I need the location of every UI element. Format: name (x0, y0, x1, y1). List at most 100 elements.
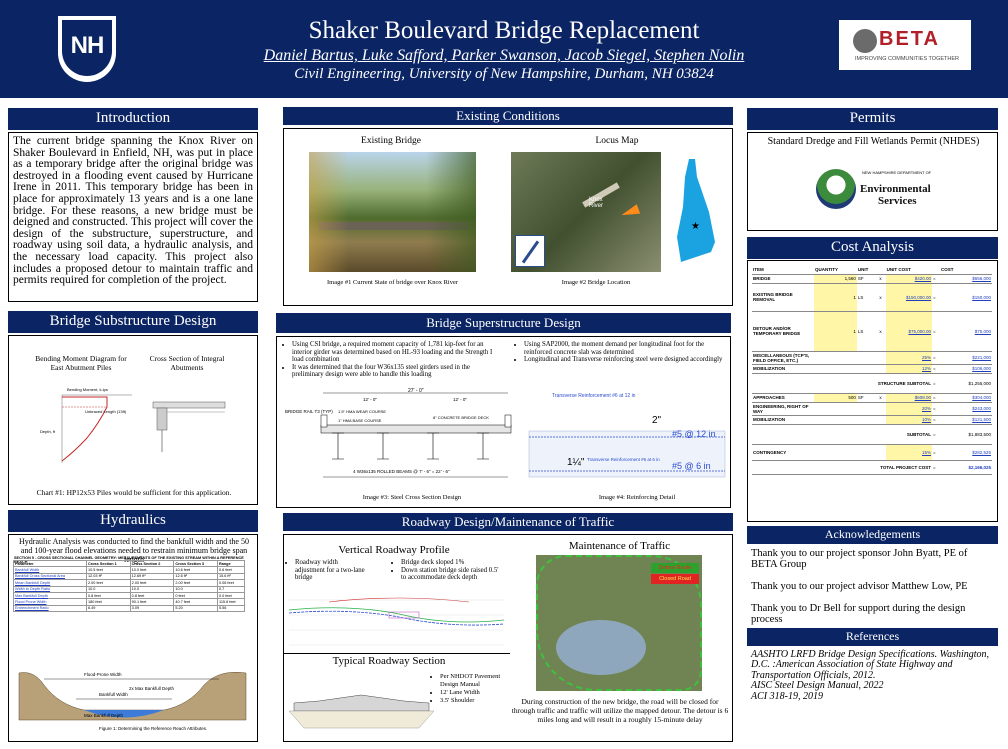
cost-cell-x (878, 364, 886, 374)
existing-heading: Existing Conditions (283, 107, 733, 125)
reference-item: AISC Steel Design Manual, 2022 (751, 680, 884, 692)
cost-cell-eq: = (931, 351, 940, 365)
reference-reach-diagram: Flood-Prone Width Bankfull Width 2x Max … (18, 672, 247, 731)
cost-cell-qty (814, 415, 857, 425)
cost-cell-x (878, 415, 886, 425)
hydraulics-table-cell: 3.09 (129, 604, 175, 613)
ack-paragraph: Thank you to our project sponsor John By… (751, 548, 968, 570)
roadway-box: Vertical Roadway Profile Roadway width a… (283, 534, 733, 742)
hydraulics-table-cell: 6.49 (86, 604, 131, 613)
section-bullet: Per NHDOT Pavement Design Manual (440, 673, 511, 689)
ack-paragraph: Thank you to Dr Bell for support during … (751, 603, 966, 625)
nh-state-icon: ★ (677, 159, 715, 262)
cost-cell-eq: = (931, 373, 940, 394)
dim-1-quarter-label: 1¼" (567, 456, 585, 468)
nhdes-seal-icon (816, 169, 856, 209)
section-bullet: 12' Lane Width (440, 689, 511, 697)
poster-title: Shaker Boulevard Bridge Replacement (308, 17, 700, 44)
cost-cell-cost: $2,166,025 (940, 460, 992, 475)
roadway-divider (284, 653, 510, 654)
super-bullet-left: It was determined that the four W36x135 … (292, 364, 503, 379)
nhdes-logo: NEW HAMPSHIRE DEPARTMENT OF Environmenta… (810, 167, 950, 217)
introduction-heading: Introduction (8, 108, 258, 130)
unh-shield-icon: NH (62, 20, 112, 76)
profile-bullets-left: Roadway width adjustment for a two-lane … (286, 559, 366, 582)
cost-cell-eq: = (931, 402, 940, 416)
cost-cell-unit-cost: 10% (885, 415, 932, 425)
existing-box: Existing Bridge Locus Map Knox River ★ I… (283, 128, 733, 306)
cost-cell-item: DETOUR AND/OR TEMPORARY BRIDGE (752, 311, 814, 352)
cost-cell-qty (814, 444, 857, 461)
cost-cell-cost: $656,000 (940, 274, 992, 284)
refs-body: AASHTO LRFD Bridge Design Specifications… (747, 647, 998, 705)
introduction-box: The current bridge spanning the Knox Riv… (8, 132, 258, 302)
dim-2-label: 2" (652, 415, 662, 426)
hydraulics-text: Hydraulic Analysis was conducted to find… (19, 537, 249, 564)
transverse-top-label: Transverse Reinforcement #6 at 12 in (552, 393, 636, 399)
cost-heading: Cost Analysis (747, 237, 998, 259)
hydraulics-table-cell: 5.20 (173, 604, 218, 613)
cost-cell-eq: = (931, 274, 940, 284)
rebar-bottom-label: #5 @ 6 in (672, 461, 711, 471)
cost-cell-cost: $304,000 (940, 393, 992, 403)
cost-column-header: QUANTITY (814, 265, 857, 275)
permits-box: Standard Dredge and Fill Wetlands Permit… (747, 132, 998, 231)
typical-section-label: Typical Roadway Section (332, 655, 446, 667)
cost-cell-eq: = (931, 424, 940, 445)
nhdes-word-2: Services (878, 195, 917, 207)
cost-cell-item: STRUCTURE SUBTOTAL (752, 373, 932, 394)
cost-cell-unit: LS (856, 283, 879, 312)
hydraulics-table-cell: 5.56 (216, 604, 246, 613)
superstructure-box: Using CSI bridge, a required moment capa… (276, 336, 731, 508)
cost-cell-unit-cost: $420.00 (885, 274, 932, 284)
typical-section-drawing (289, 694, 434, 729)
superstructure-heading: Bridge Superstructure Design (276, 313, 731, 333)
base-course-label: 1" HMA BASE COURSE (338, 418, 382, 423)
cost-row: STRUCTURE SUBTOTAL=$1,255,000 (752, 373, 992, 394)
section-bullet: 3.5' Shoulder (440, 697, 511, 705)
cost-cell-x: x (878, 274, 886, 284)
svg-text:★: ★ (691, 221, 700, 232)
chart-ylabel: Depth, ft (40, 429, 56, 434)
cost-cell-cost: $1,255,000 (940, 373, 992, 394)
cost-cell-unit (856, 415, 879, 425)
legend-detour: Detour Route (651, 563, 699, 573)
superstructure-bullets-right: Using SAP2000, the moment demand per lon… (515, 341, 725, 364)
north-arrow-icon (515, 235, 545, 267)
cost-cell-eq: = (931, 311, 940, 352)
max-depth-label: Max Bankfull Depth (84, 713, 124, 718)
cost-cell-cost: $282,525 (940, 444, 992, 461)
poster-authors: Daniel Bartus, Luke Safford, Parker Swan… (263, 47, 745, 64)
moment-diagram-label: Bending Moment Diagram for East Abutment… (35, 354, 127, 372)
existing-bridge-photo (309, 152, 476, 272)
cost-cell-unit-cost: 25% (885, 351, 932, 365)
cost-cell-x (878, 444, 886, 461)
cost-column-header: ITEM (752, 265, 814, 275)
cost-cell-item: SUBTOTAL (752, 424, 932, 445)
cost-cell-unit-cost: 12% (885, 364, 932, 374)
substructure-box: Bending Moment Diagram for East Abutment… (8, 335, 258, 505)
legend-closed: Closed Road (651, 574, 699, 584)
cost-cell-cost: $243,000 (940, 402, 992, 416)
cost-cell-eq: = (931, 444, 940, 461)
cost-cell-unit-cost: 15% (885, 444, 932, 461)
flood-prone-width-label: Flood-Prone Width (84, 672, 122, 677)
cost-cell-unit (856, 364, 879, 374)
cost-cell-unit (856, 444, 879, 461)
cost-cell-x: x (878, 283, 886, 312)
refs-heading: References (747, 628, 998, 646)
beta-circle-icon (853, 29, 877, 53)
cost-cell-unit-cost: $608.00 (885, 393, 932, 403)
deck-label: 8" CONCRETE BRIDGE DECK (433, 415, 489, 420)
profile-bullet: Bridge deck sloped 1% (401, 559, 502, 567)
locus-map-image: Knox River ★ (511, 152, 723, 272)
profile-bullet: Down station bridge side raised 0.5' to … (401, 567, 502, 582)
permits-heading: Permits (747, 108, 998, 130)
existing-caption-2: Image #2 Bridge Location (561, 279, 631, 286)
